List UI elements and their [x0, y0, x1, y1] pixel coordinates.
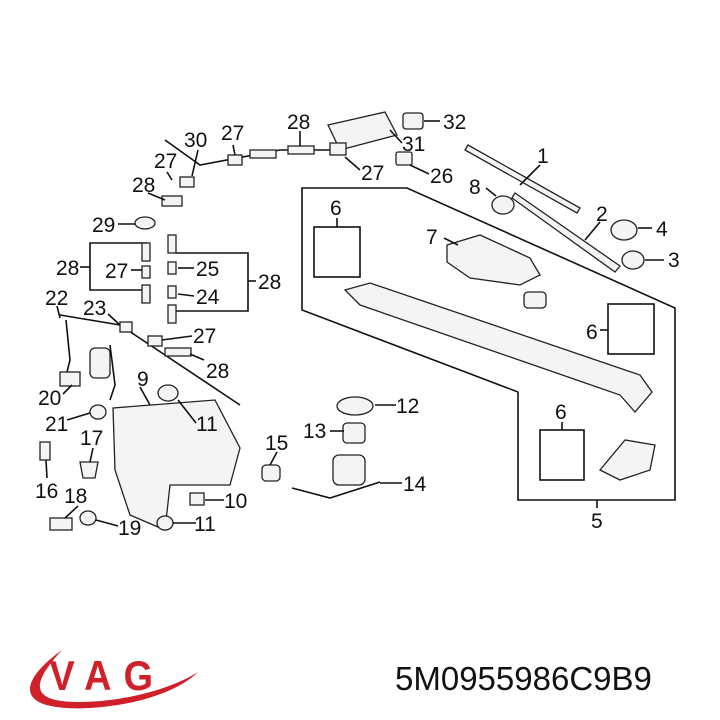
wiper-blade — [464, 144, 581, 214]
callout-22: 22 — [45, 287, 68, 310]
callout-9: 9 — [137, 368, 149, 391]
cover-plate — [327, 111, 398, 151]
callout-6: 6 — [586, 321, 598, 344]
callout-31: 31 — [402, 133, 425, 156]
cap — [610, 219, 638, 241]
callout-5: 5 — [591, 510, 603, 533]
callout-27: 27 — [221, 122, 244, 145]
callout-32: 32 — [443, 111, 466, 134]
washer-reservoir — [112, 399, 241, 531]
seal — [261, 396, 374, 482]
callout-28: 28 — [56, 257, 79, 280]
callout-6: 6 — [330, 197, 342, 220]
part-number: 5M0955986C9B9 — [395, 660, 652, 697]
logo-text: VAG — [50, 653, 154, 699]
callout-27: 27 — [105, 260, 128, 283]
grommet — [491, 195, 515, 215]
callout-23: 23 — [83, 297, 106, 320]
callout-18: 18 — [64, 485, 87, 508]
callout-12: 12 — [396, 395, 419, 418]
callout-14: 14 — [403, 473, 427, 496]
bushing — [523, 291, 547, 309]
nut — [621, 250, 645, 270]
callout-2: 2 — [596, 203, 608, 226]
kit-box-6 — [539, 429, 585, 481]
callout-28: 28 — [132, 174, 155, 197]
vag-logo: VAG — [29, 650, 199, 709]
callout-labels: 1 2 3 4 5 6 6 6 7 8 9 10 11 11 12 13 14 … — [35, 111, 680, 540]
leader-lines — [45, 120, 664, 527]
filler-neck — [291, 454, 381, 499]
callout-6: 6 — [555, 401, 567, 424]
wiper-arm — [511, 192, 621, 273]
callout-8: 8 — [469, 176, 481, 199]
wiper-motor — [446, 234, 541, 286]
callout-7: 7 — [426, 226, 438, 249]
bracket — [598, 439, 656, 481]
callout-28: 28 — [287, 111, 310, 134]
callout-10: 10 — [224, 490, 247, 513]
callout-11: 11 — [196, 413, 218, 436]
kit-box-6 — [607, 303, 655, 355]
callout-29: 29 — [92, 214, 115, 237]
callout-28: 28 — [206, 360, 229, 383]
callout-19: 19 — [118, 517, 141, 540]
callout-4: 4 — [656, 218, 668, 241]
callout-27: 27 — [361, 162, 384, 185]
small-fittings — [39, 142, 347, 531]
callout-13: 13 — [303, 420, 326, 443]
callout-24: 24 — [196, 286, 220, 309]
callout-17: 17 — [80, 427, 103, 450]
callout-27: 27 — [154, 150, 177, 173]
callout-25: 25 — [196, 258, 219, 281]
callout-15: 15 — [265, 432, 288, 455]
callout-21: 21 — [45, 413, 68, 436]
callout-30: 30 — [184, 129, 207, 152]
callout-27: 27 — [193, 325, 216, 348]
callout-3: 3 — [668, 249, 680, 272]
callout-28: 28 — [258, 271, 281, 294]
callout-11: 11 — [194, 513, 216, 536]
callout-26: 26 — [430, 165, 453, 188]
washer-pump — [89, 347, 111, 379]
connector — [395, 112, 424, 166]
callout-20: 20 — [38, 387, 61, 410]
linkage — [343, 282, 653, 413]
callout-1: 1 — [537, 145, 549, 168]
callout-16: 16 — [35, 480, 58, 503]
kit-box-6 — [313, 226, 361, 278]
